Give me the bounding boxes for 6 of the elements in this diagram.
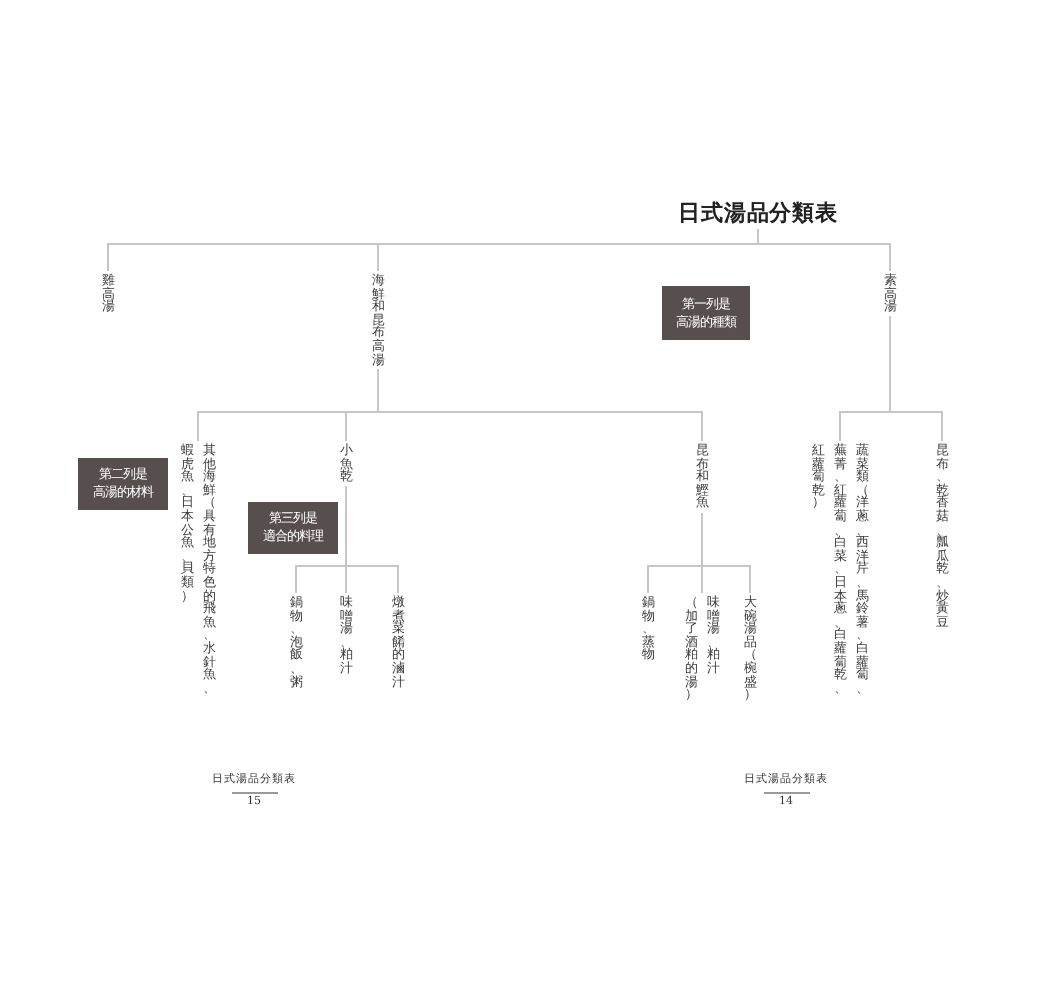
- chart-title: 日式湯品分類表: [678, 200, 838, 226]
- connector-line: [345, 485, 399, 594]
- connector-line: [889, 315, 943, 442]
- connector-line: [377, 368, 703, 442]
- connector-line: [701, 511, 751, 594]
- connector-line: [757, 228, 891, 272]
